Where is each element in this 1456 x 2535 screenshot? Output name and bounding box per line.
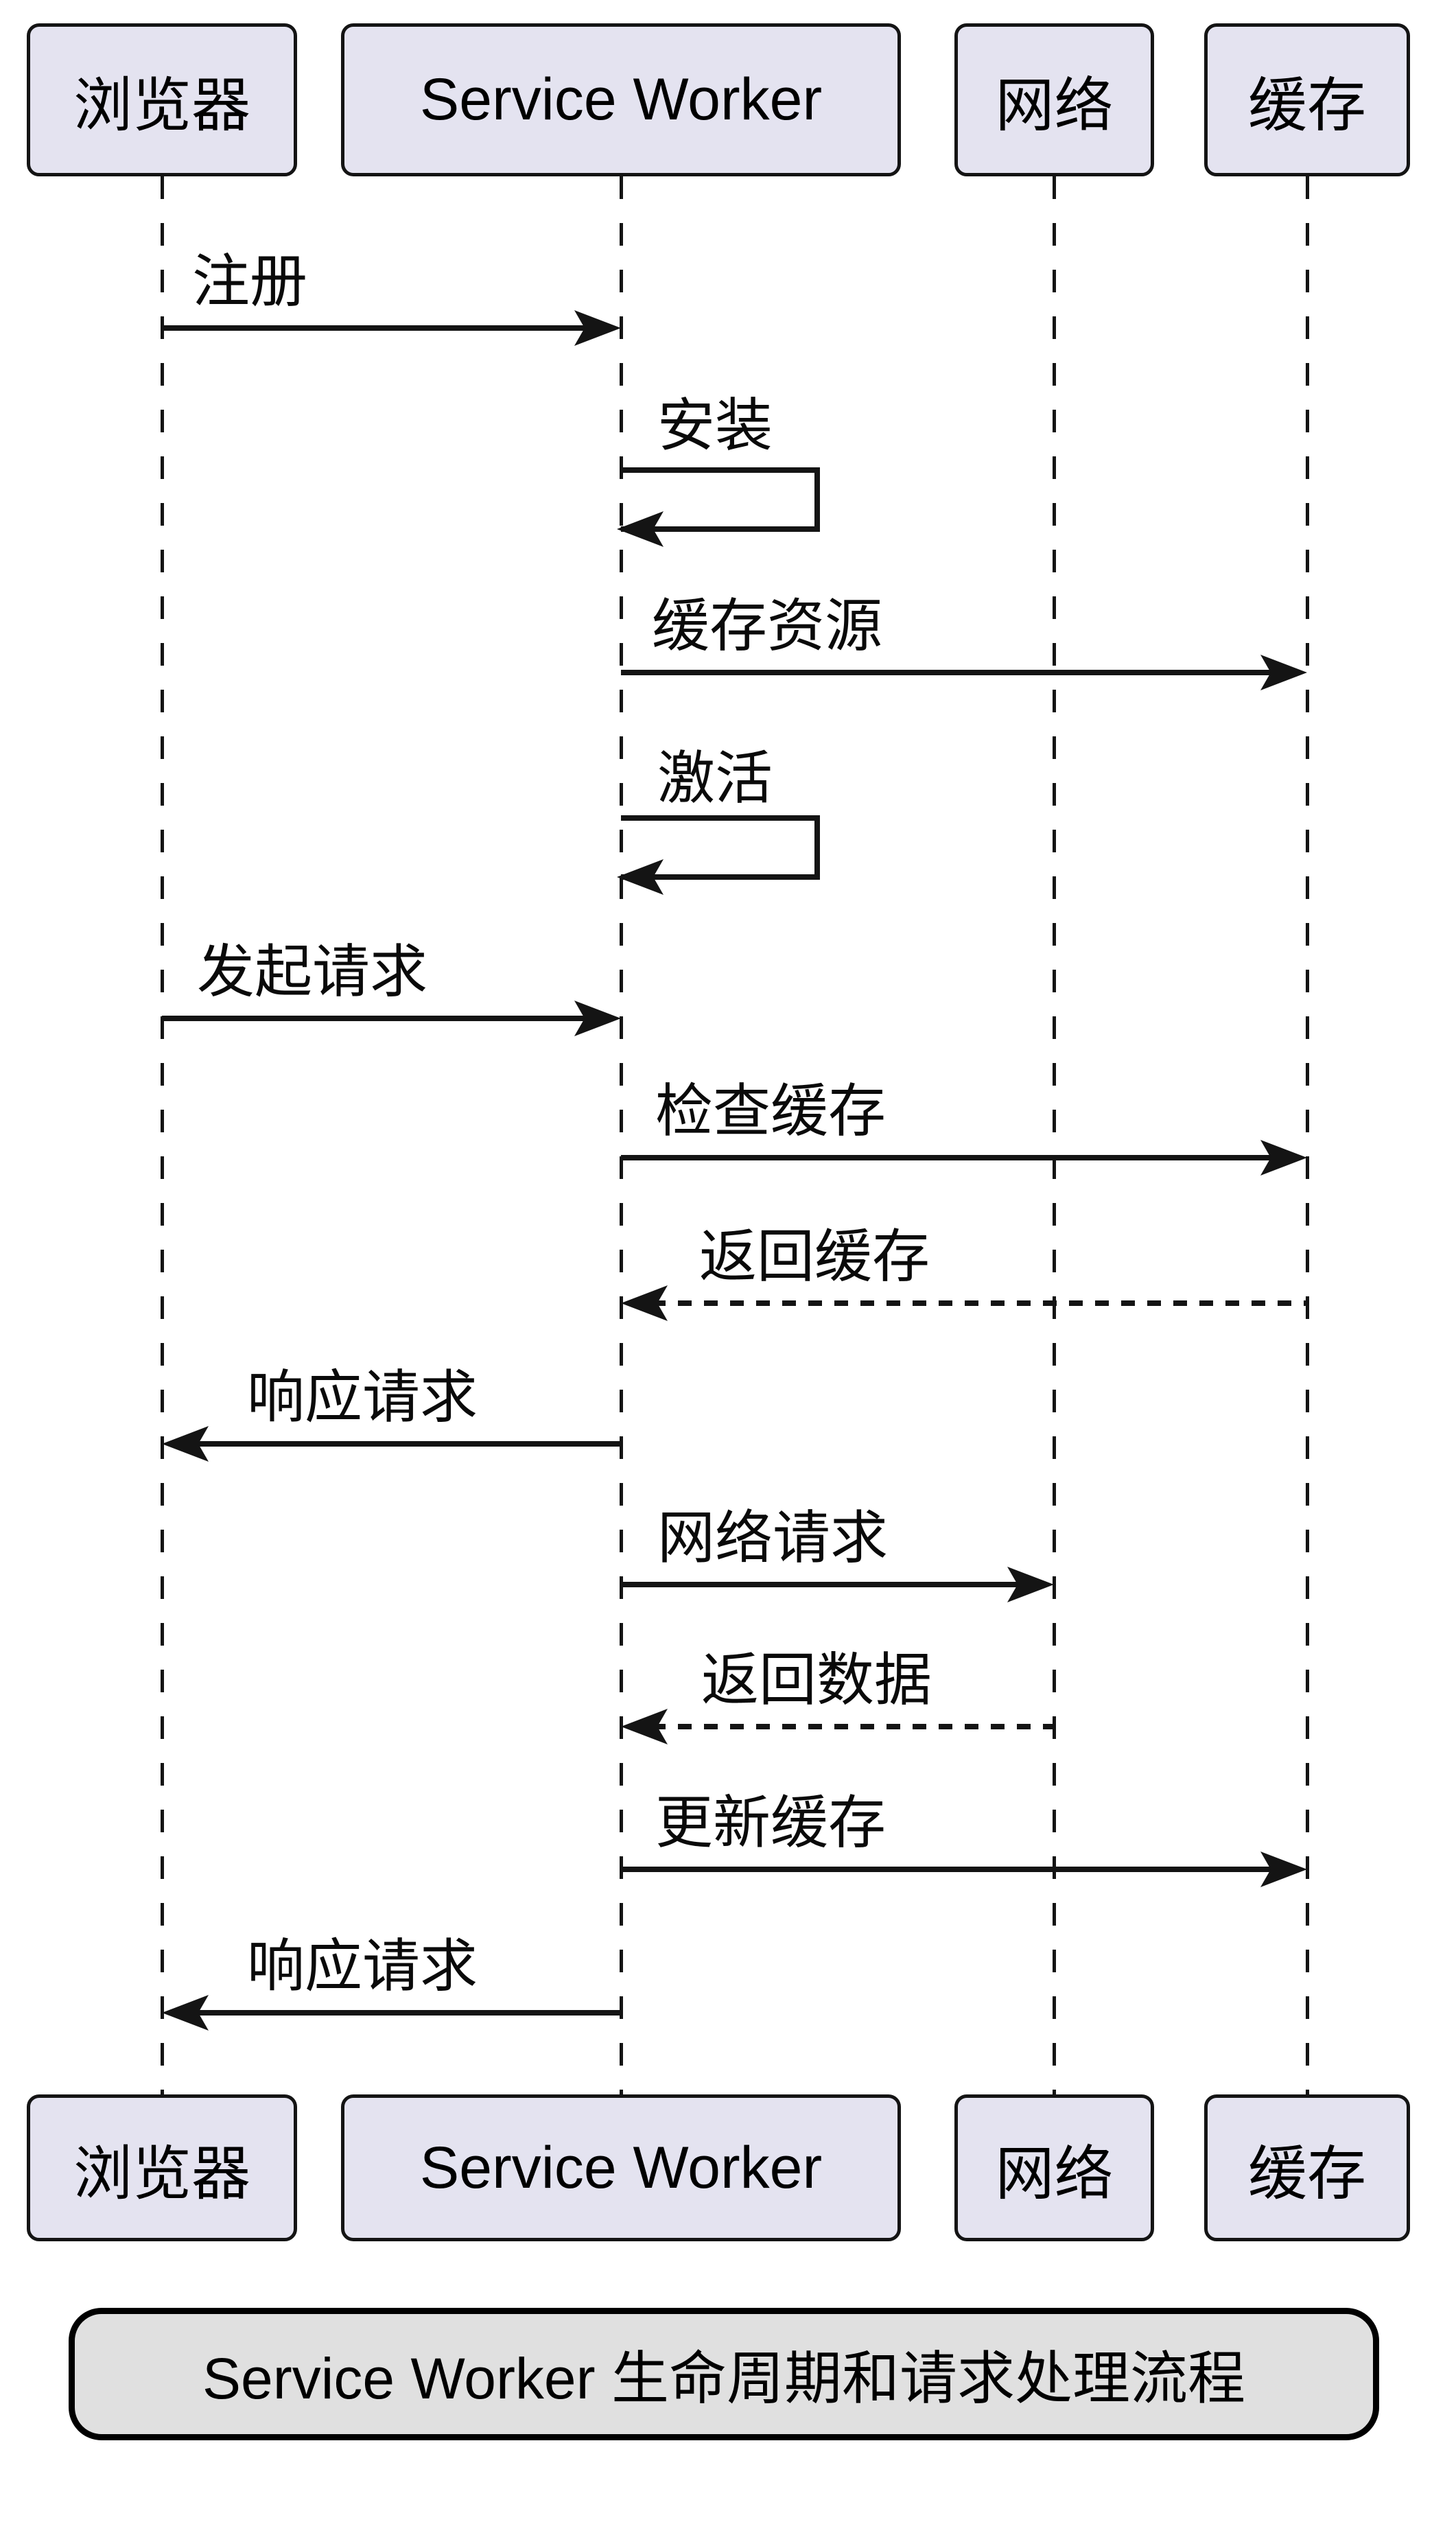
message-label: 更新缓存 xyxy=(655,1790,886,1855)
lifeline-browser xyxy=(161,176,164,2094)
message-line-dotted xyxy=(652,1300,1307,1306)
message-line xyxy=(621,1155,1276,1160)
actor-network-top: 网络 xyxy=(954,23,1154,176)
message-line xyxy=(193,2010,621,2016)
actor-service-worker-top: Service Worker xyxy=(341,23,901,176)
message-line xyxy=(621,1867,1276,1872)
message-line xyxy=(621,670,1276,675)
actor-service-worker-bottom: Service Worker xyxy=(341,2094,901,2241)
lifeline-network xyxy=(1053,176,1056,2094)
message-line xyxy=(162,325,590,331)
lifeline-service-worker xyxy=(620,176,623,2094)
message-label: 激活 xyxy=(657,746,773,810)
actor-label: 缓存 xyxy=(1248,73,1366,139)
message-label: 发起请求 xyxy=(197,939,428,1004)
message-label: 安装 xyxy=(657,393,773,458)
actor-cache-top: 缓存 xyxy=(1204,23,1410,176)
actor-browser-top: 浏览器 xyxy=(27,23,297,176)
actor-cache-bottom: 缓存 xyxy=(1204,2094,1410,2241)
actor-label: Service Worker xyxy=(419,67,823,132)
actor-label: 网络 xyxy=(995,73,1114,139)
message-label: 网络请求 xyxy=(657,1506,889,1570)
diagram-title-box: Service Worker 生命周期和请求处理流程 xyxy=(69,2308,1379,2440)
message-line xyxy=(162,1016,590,1021)
message-line-dotted xyxy=(652,1724,1054,1729)
message-label: 返回数据 xyxy=(701,1648,932,1712)
message-label: 检查缓存 xyxy=(655,1079,886,1143)
actor-label: Service Worker xyxy=(419,2134,823,2201)
actor-network-bottom: 网络 xyxy=(954,2094,1154,2241)
actor-label: 浏览器 xyxy=(73,73,250,139)
message-label: 响应请求 xyxy=(247,1934,478,1998)
message-label: 缓存资源 xyxy=(652,594,883,658)
actor-label: 网络 xyxy=(995,2140,1114,2207)
actor-label: 缓存 xyxy=(1248,2140,1366,2207)
message-label: 返回缓存 xyxy=(699,1224,930,1289)
selfloop-line xyxy=(621,467,820,532)
message-label: 注册 xyxy=(192,249,308,314)
actor-browser-bottom: 浏览器 xyxy=(27,2094,297,2241)
lifeline-cache xyxy=(1306,176,1309,2094)
message-label: 响应请求 xyxy=(247,1365,478,1429)
actor-label: 浏览器 xyxy=(73,2140,250,2207)
message-line xyxy=(193,1441,621,1447)
selfloop-line xyxy=(621,815,820,880)
message-line xyxy=(621,1582,1023,1587)
diagram-title: Service Worker 生命周期和请求处理流程 xyxy=(202,2346,1245,2411)
